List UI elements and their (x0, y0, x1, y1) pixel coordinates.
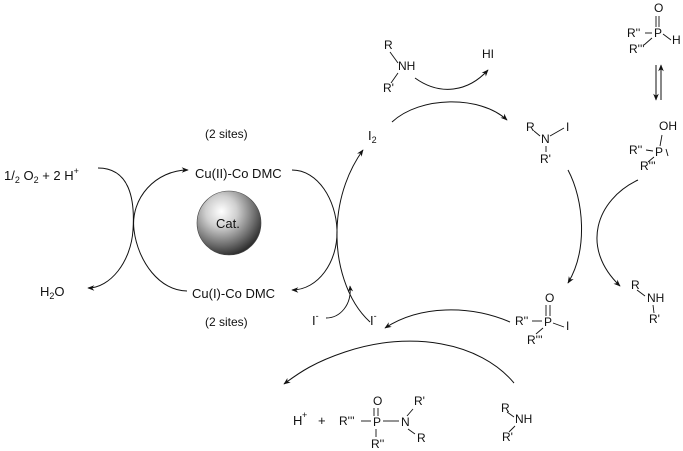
svg-text:R'': R'' (371, 437, 384, 451)
amine-to-product-arrow (283, 340, 515, 385)
catalyst-label: Cat. (216, 216, 240, 231)
amine-to-hi-arrow (414, 69, 489, 90)
svg-text:R''': R''' (527, 333, 543, 347)
svg-text:R: R (631, 278, 640, 292)
svg-text:R: R (384, 38, 393, 52)
catalyst-sphere-icon (196, 190, 262, 256)
iodide-to-cycle-arrow (325, 285, 354, 319)
svg-text:P: P (373, 415, 381, 429)
amine-top: R NH R' (383, 38, 415, 95)
svg-text:P: P (544, 315, 552, 329)
phosphoryl-to-iodide-arrow (384, 309, 511, 329)
acid-to-amine-release-arrow (596, 179, 639, 287)
svg-text:R': R' (540, 152, 551, 166)
svg-text:NH: NH (515, 412, 532, 426)
svg-text:R: R (501, 401, 510, 415)
svg-text:R'': R'' (627, 26, 640, 40)
cu2-to-cu1-arrow (291, 169, 338, 293)
amine-right: R NH R' (631, 278, 664, 326)
svg-text:R': R' (502, 430, 513, 444)
svg-text:N: N (401, 415, 410, 429)
svg-text:R': R' (383, 81, 394, 95)
svg-text:O: O (545, 291, 554, 305)
iodoamine-to-phosphoryl-arrow (567, 169, 582, 284)
svg-text:R: R (417, 431, 426, 445)
svg-text:R: R (526, 120, 535, 134)
amine-bottom: R NH R' (501, 401, 532, 444)
o2-to-water-arrow (87, 167, 134, 291)
svg-text:R': R' (649, 312, 660, 326)
phosphoryl-iodide: O R'' P I R''' (515, 291, 569, 347)
svg-text:+: + (302, 410, 307, 420)
phosphine-oxide: O R'' P H R''' (627, 1, 681, 56)
n-iodoamine: R N I R' (526, 120, 569, 166)
cu1-label: Cu(I)-Co DMC (192, 286, 275, 301)
water-label: H2O (40, 284, 65, 301)
svg-text:R'': R'' (515, 314, 528, 328)
svg-text:N: N (541, 132, 550, 146)
cu2-label: Cu(II)-Co DMC (195, 166, 282, 181)
svg-text:R''': R''' (629, 42, 645, 56)
svg-text:R'': R'' (629, 143, 642, 157)
svg-text:H: H (293, 413, 302, 428)
svg-text:O: O (654, 1, 663, 15)
cu1-to-cu2-arrow (133, 167, 189, 292)
svg-text:R': R' (414, 394, 425, 408)
oxidant-label: 1/2 O2 + 2 H+ (4, 166, 79, 185)
phosphoramide-product: H + + R''' O P N R' R R'' (293, 394, 426, 451)
svg-text:+: + (318, 413, 326, 428)
svg-text:NH: NH (647, 291, 664, 305)
sites-top-label: (2 sites) (205, 127, 248, 141)
i2-to-iodoamine-arrow (391, 101, 508, 123)
svg-text:R''': R''' (339, 414, 355, 428)
svg-text:P: P (655, 145, 663, 159)
iodine-i2-label: I2 (368, 128, 377, 145)
svg-text:P: P (654, 26, 662, 40)
iminus-to-i2-arrow (336, 149, 371, 323)
svg-text:I: I (566, 319, 569, 333)
svg-text:NH: NH (398, 59, 415, 73)
svg-text:R''': R''' (640, 159, 656, 173)
iodide-left-label: I- (312, 311, 319, 328)
svg-text:O: O (373, 394, 382, 408)
phosphinous-acid: OH R'' P R''' (629, 119, 677, 173)
svg-text:OH: OH (659, 119, 677, 133)
hi-label: HI (482, 47, 494, 61)
svg-text:I: I (566, 120, 569, 134)
svg-text:H: H (672, 33, 681, 47)
iodide-right-label: I- (370, 311, 377, 328)
sites-bottom-label: (2 sites) (205, 315, 248, 329)
